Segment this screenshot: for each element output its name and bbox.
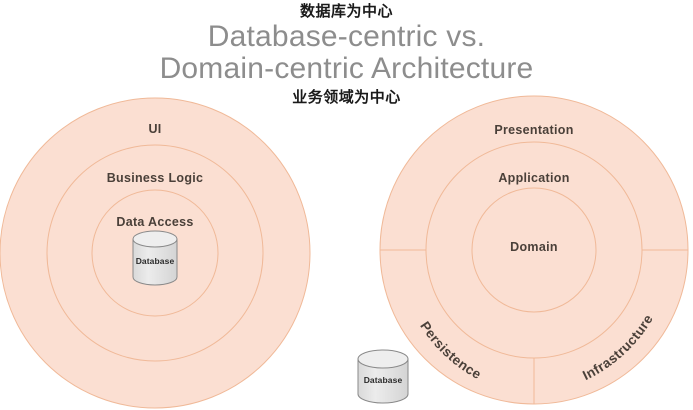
cylinder-body — [357, 358, 409, 404]
ring-label-presentation: Presentation — [494, 123, 573, 137]
database-cylinder-external[interactable]: Database — [357, 349, 409, 404]
right-architecture-circle: Presentation Application Domain Persiste… — [379, 95, 689, 405]
cylinder-top — [357, 349, 409, 369]
ring-domain[interactable] — [471, 187, 597, 313]
ring-label-business-logic: Business Logic — [107, 171, 204, 185]
database-cylinder-center[interactable]: Database — [132, 230, 178, 286]
ring-label-ui: UI — [148, 122, 161, 136]
cylinder-top — [132, 230, 178, 248]
ring-label-application: Application — [498, 171, 569, 185]
database-cylinder-label: Database — [364, 375, 403, 385]
ring-label-data-access: Data Access — [116, 215, 193, 229]
database-cylinder-label: Database — [136, 256, 175, 266]
cylinder-body — [132, 238, 178, 286]
ring-label-domain: Domain — [510, 240, 558, 254]
left-architecture-circle: UI Business Logic Data Access Database — [0, 97, 311, 409]
